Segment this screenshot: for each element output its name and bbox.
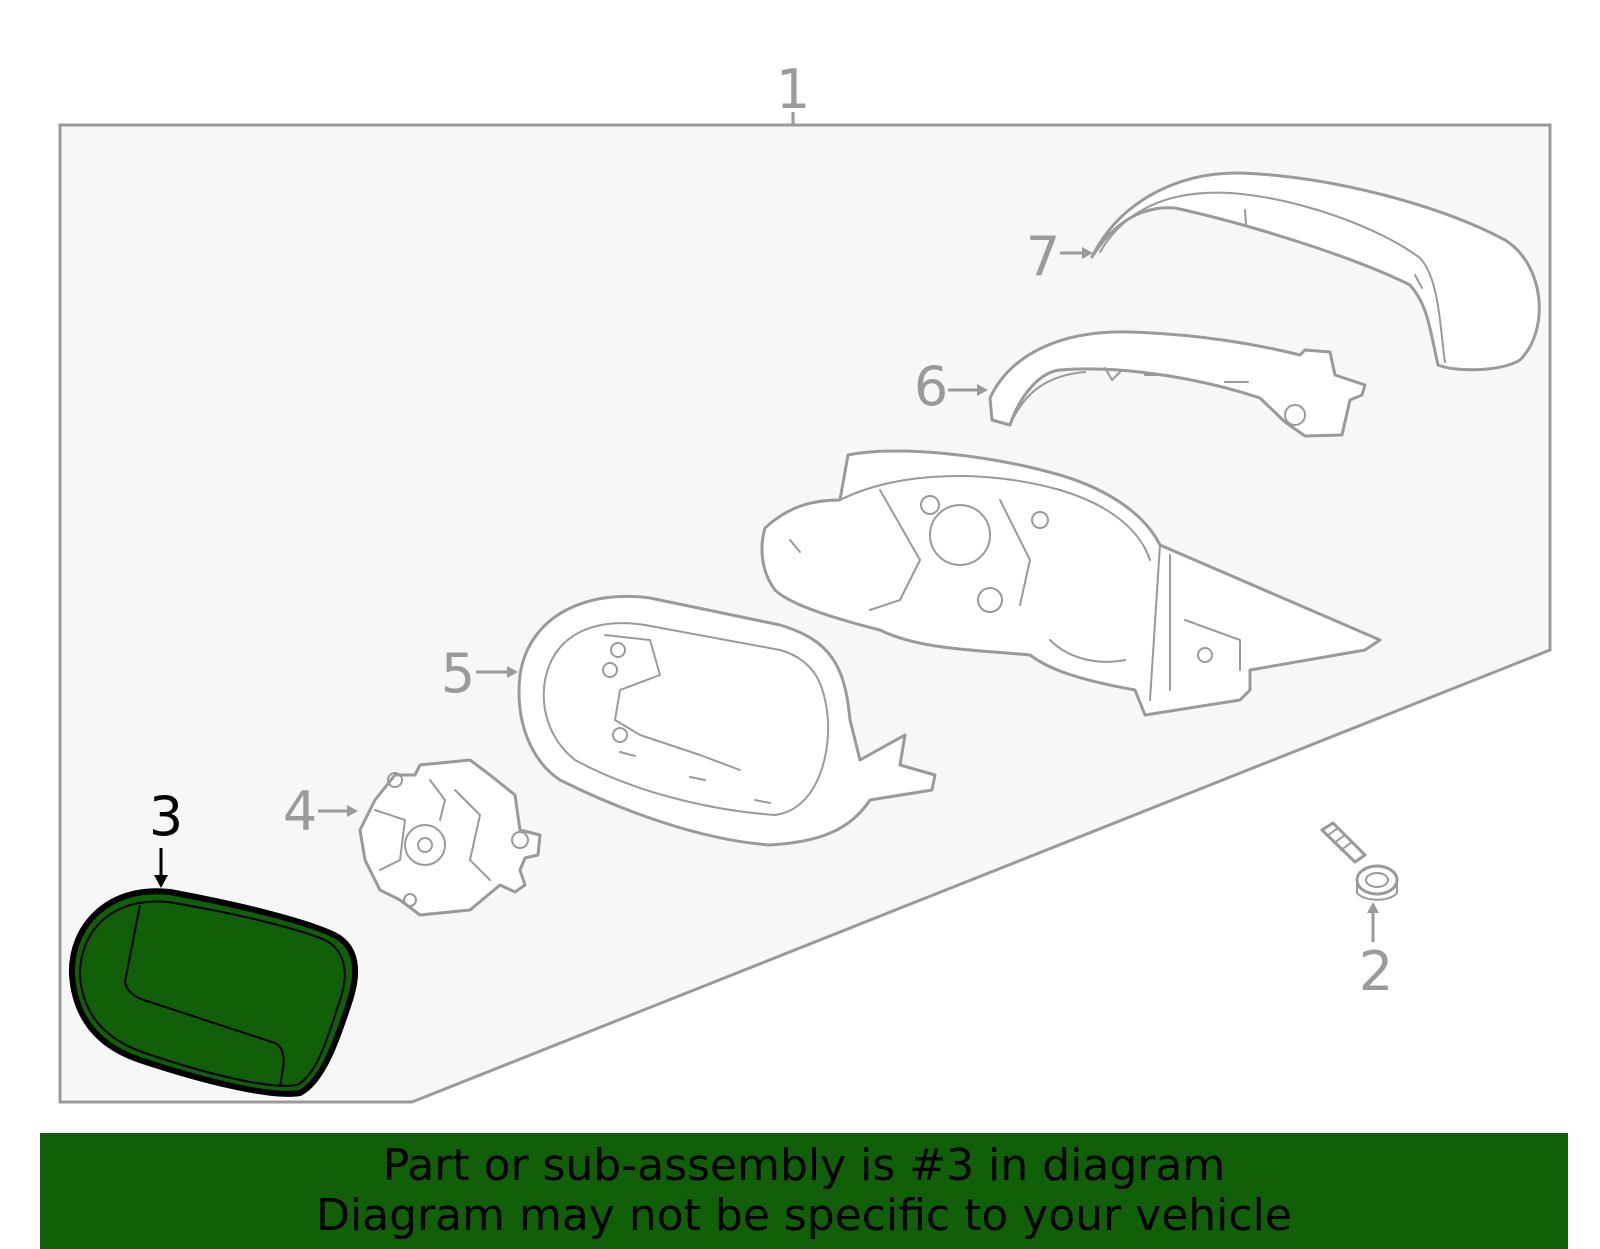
part-6-turn-signal-lamp[interactable] (988, 330, 1367, 438)
callout-6: 6 (914, 355, 988, 418)
callout-7: 7 (1026, 225, 1093, 288)
info-banner: Part or sub-assembly is #3 in diagram Di… (40, 1133, 1568, 1249)
callout-1-label: 1 (776, 58, 810, 121)
callout-3: 3 (149, 785, 183, 888)
callout-5-label: 5 (441, 642, 475, 705)
part-3-mirror-glass-highlighted[interactable] (68, 888, 359, 1097)
callout-6-label: 6 (914, 355, 948, 418)
banner-line-part-number: Part or sub-assembly is #3 in diagram (382, 1140, 1226, 1191)
callout-7-label: 7 (1026, 225, 1060, 288)
callout-2-label: 2 (1359, 940, 1393, 1003)
callout-2: 2 (1359, 902, 1393, 1003)
info-banner-background (40, 1133, 1568, 1249)
callout-4: 4 (283, 780, 358, 843)
callout-3-label: 3 (149, 785, 183, 848)
part-1-mirror-housing[interactable] (760, 449, 1382, 717)
part-5-mirror-frame[interactable] (517, 594, 937, 847)
part-2-screw[interactable] (1320, 821, 1399, 901)
callout-4-label: 4 (283, 780, 317, 843)
callout-5: 5 (441, 642, 518, 705)
part-4-mirror-actuator[interactable] (358, 758, 542, 917)
part-7-mirror-cover[interactable] (1090, 171, 1541, 372)
banner-line-disclaimer: Diagram may not be specific to your vehi… (316, 1190, 1292, 1241)
